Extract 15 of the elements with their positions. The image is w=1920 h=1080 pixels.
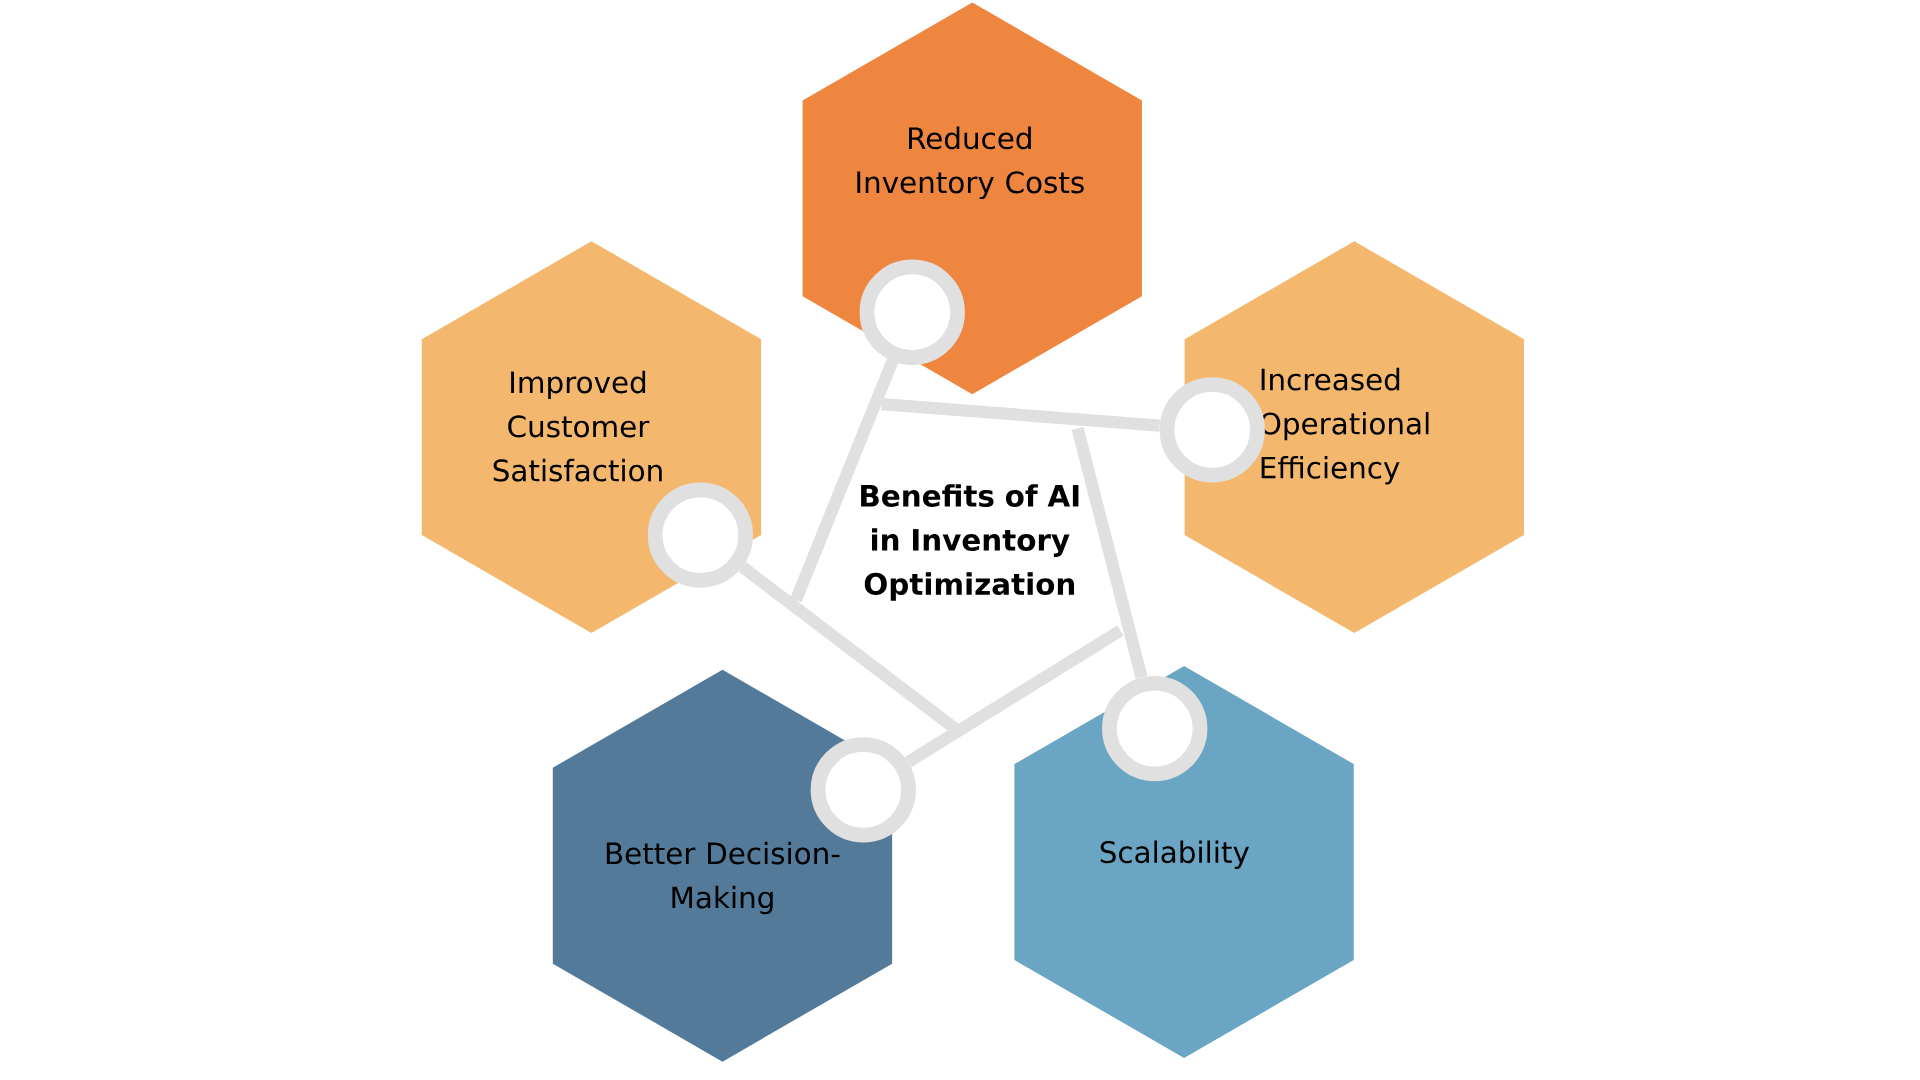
hexagon: Reduced Inventory Costs bbox=[802, 2, 1142, 395]
connector-line bbox=[738, 562, 959, 734]
hexagon: Increased Operational Efficiency bbox=[1184, 241, 1524, 634]
hexagon: Scalability bbox=[1014, 666, 1354, 1058]
connector-line bbox=[904, 625, 1124, 768]
ring-circle bbox=[810, 737, 916, 843]
hexagon: Improved Customer Satisfaction bbox=[421, 241, 762, 634]
hexagon: Better Decision-Making bbox=[552, 669, 893, 1062]
ring-circle bbox=[859, 259, 965, 365]
center-title: Benefits of AI in Inventory Optimization bbox=[861, 484, 1079, 601]
ring-circle bbox=[647, 482, 754, 588]
ring-circle bbox=[1102, 675, 1208, 782]
connector-line bbox=[1071, 427, 1148, 680]
connector-line bbox=[790, 358, 899, 603]
connector-line bbox=[881, 397, 1161, 432]
